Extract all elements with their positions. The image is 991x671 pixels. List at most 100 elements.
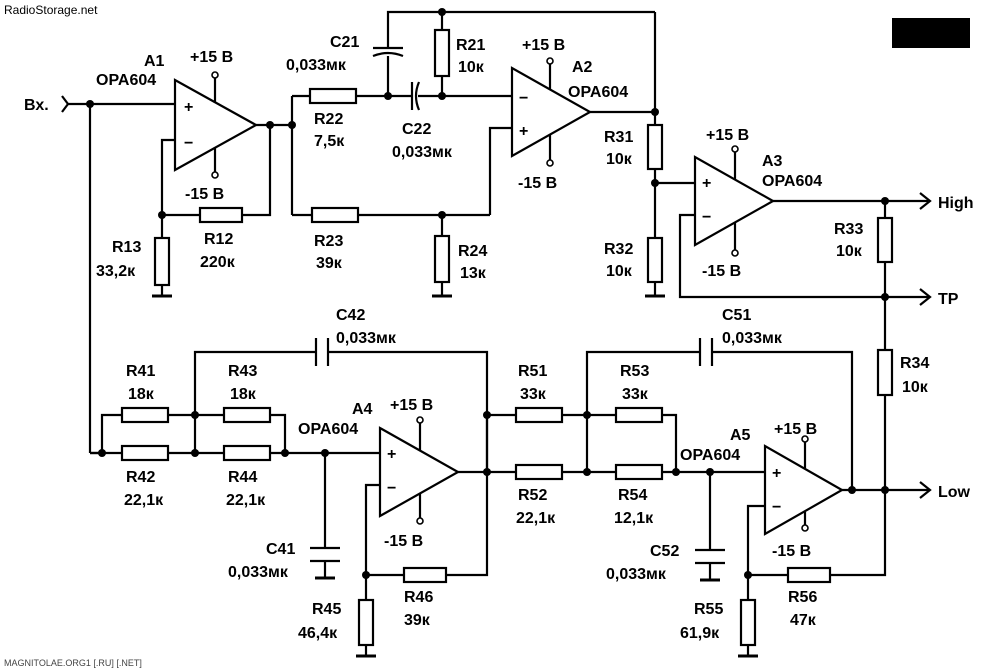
r41-ref: R41 (126, 363, 155, 380)
resistor-r55 (739, 598, 757, 647)
r42-ref: R42 (126, 469, 155, 486)
resistor-r31 (646, 123, 664, 171)
c21-ref: C21 (330, 34, 359, 51)
c51-value: 0,033мк (722, 330, 783, 347)
r44-value: 22,1к (226, 492, 266, 509)
r24-ref: R24 (458, 243, 487, 260)
svg-text:+: + (184, 99, 193, 116)
junction-dots (86, 8, 889, 579)
r52-value: 22,1к (516, 510, 556, 527)
r21-ref: R21 (456, 37, 485, 54)
resistor-r44 (222, 444, 272, 462)
resistor-r41 (120, 406, 170, 424)
capacitors (310, 46, 725, 565)
watermark-top: RadioStorage.net (4, 3, 98, 17)
r44-ref: R44 (228, 469, 257, 486)
opamp-a2: − + (510, 57, 593, 167)
c21-value: 0,033мк (286, 57, 347, 74)
a1-ref: A1 (144, 53, 165, 70)
r56-value: 47к (790, 612, 817, 629)
resistor-r21 (433, 28, 451, 78)
a3-vpos: +15 В (706, 127, 749, 144)
r12-ref: R12 (204, 231, 233, 248)
r22-ref: R22 (314, 111, 343, 128)
resistor-r51 (514, 406, 564, 424)
watermark-bottom: MAGNITOLAE.ORG1 [.RU] [.NET] (4, 658, 142, 668)
r41-value: 18к (128, 386, 155, 403)
r13-ref: R13 (112, 239, 141, 256)
r56-ref: R56 (788, 589, 817, 606)
resistor-r43 (222, 406, 272, 424)
output-low-label: Low (938, 484, 971, 501)
r54-value: 12,1к (614, 510, 654, 527)
r24-value: 13к (460, 265, 487, 282)
resistor-r13 (153, 236, 171, 287)
a2-ref: A2 (572, 59, 593, 76)
a1-vneg: -15 В (185, 186, 224, 203)
opamp-a5: + − (763, 435, 845, 536)
a4-part: OPA604 (298, 421, 358, 438)
svg-text:−: − (184, 135, 193, 152)
opamp-a4: + − (378, 416, 461, 525)
r53-ref: R53 (620, 363, 649, 380)
r33-ref: R33 (834, 221, 863, 238)
c52-value: 0,033мк (606, 566, 667, 583)
a1-vpos: +15 В (190, 49, 233, 66)
r43-value: 18к (230, 386, 257, 403)
output-high-label: High (938, 195, 974, 212)
r54-ref: R54 (618, 487, 647, 504)
r23-value: 39к (316, 255, 343, 272)
a5-vpos: +15 В (774, 421, 817, 438)
resistor-r52 (514, 463, 564, 481)
c42-ref: C42 (336, 307, 365, 324)
r34-value: 10к (902, 379, 929, 396)
black-corner-block (892, 18, 970, 48)
svg-text:+: + (519, 123, 528, 140)
svg-text:−: − (387, 480, 396, 497)
a1-part: OPA604 (96, 72, 156, 89)
r51-value: 33к (520, 386, 547, 403)
a2-vpos: +15 В (522, 37, 565, 54)
svg-text:+: + (702, 175, 711, 192)
resistor-r56 (786, 566, 832, 584)
resistor-r53 (614, 406, 664, 424)
a3-ref: A3 (762, 153, 783, 170)
capacitor-c42 (314, 338, 330, 366)
r33-value: 10к (836, 243, 863, 260)
r34-ref: R34 (900, 355, 929, 372)
svg-text:+: + (772, 465, 781, 482)
resistor-r32 (646, 236, 664, 284)
r12-value: 220к (200, 254, 236, 271)
r32-value: 10к (606, 263, 633, 280)
c22-value: 0,033мк (392, 144, 453, 161)
r31-value: 10к (606, 151, 633, 168)
wires (61, 10, 930, 656)
r13-value: 33,2к (96, 263, 136, 280)
a2-vneg: -15 В (518, 175, 557, 192)
capacitor-c41 (310, 546, 340, 563)
r46-value: 39к (404, 612, 431, 629)
resistors (120, 28, 894, 647)
resistor-r46 (402, 566, 448, 584)
svg-text:+: + (387, 446, 396, 463)
r55-ref: R55 (694, 601, 723, 618)
output-arrows (919, 192, 932, 499)
a5-part: OPA604 (680, 447, 740, 464)
r45-value: 46,4к (298, 625, 338, 642)
svg-text:−: − (772, 499, 781, 516)
a4-vpos: +15 В (390, 397, 433, 414)
r46-ref: R46 (404, 589, 433, 606)
resistor-r33 (876, 216, 894, 264)
a3-vneg: -15 В (702, 263, 741, 280)
r32-ref: R32 (604, 241, 633, 258)
capacitor-c51 (698, 338, 714, 366)
resistor-r42 (120, 444, 170, 462)
r23-ref: R23 (314, 233, 343, 250)
resistor-r23 (310, 206, 360, 224)
resistor-r12 (198, 206, 244, 224)
c41-value: 0,033мк (228, 564, 289, 581)
r31-ref: R31 (604, 129, 633, 146)
r53-value: 33к (622, 386, 649, 403)
svg-text:−: − (702, 209, 711, 226)
